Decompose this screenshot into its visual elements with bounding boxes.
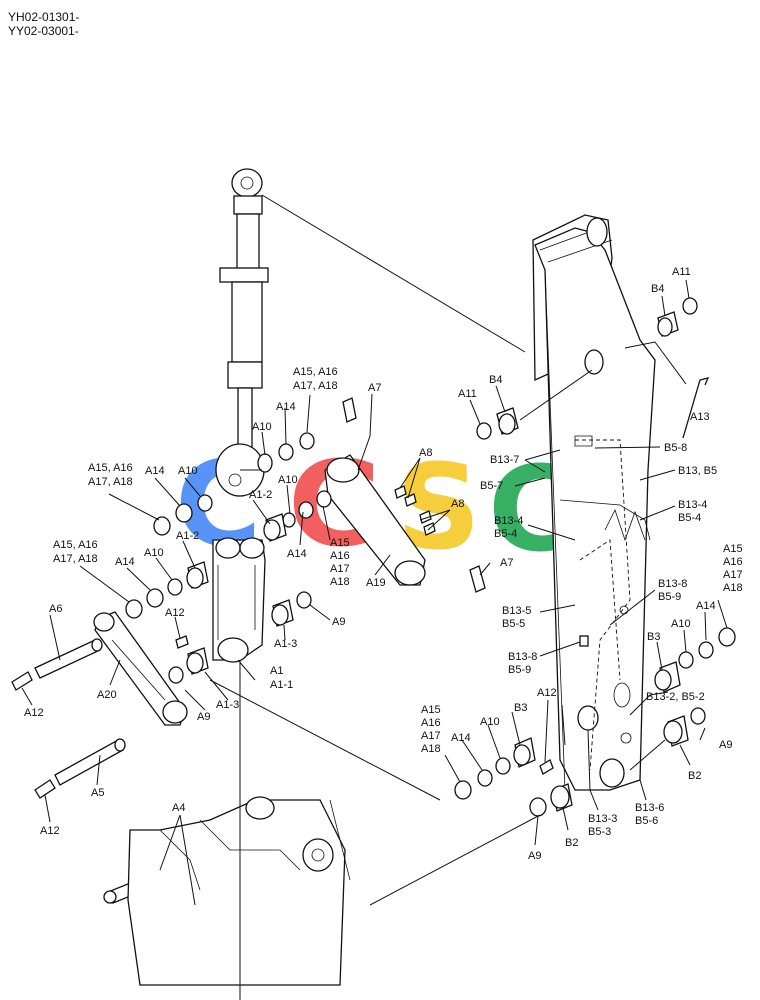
label-a19: A19 [366, 577, 386, 589]
label-b13-7: B13-7 [490, 454, 519, 466]
label-a16-bottom: A16 [421, 717, 441, 729]
label-a10-top: A10 [252, 421, 272, 433]
label-a17-bottom: A17 [421, 730, 441, 742]
label-a1-3-mid: A1-3 [274, 638, 297, 650]
bucket [127, 796, 351, 986]
label-a18-mid: A18 [330, 576, 350, 588]
link-a20 [93, 611, 188, 726]
link-a1 [212, 537, 266, 663]
label-a14-mid: A14 [287, 548, 307, 560]
label-b2-right: B2 [688, 770, 701, 782]
label-a13: A13 [690, 411, 710, 423]
label-a18-bottom: A18 [421, 743, 441, 755]
label-b5-3: B5-3 [588, 826, 611, 838]
washers-and-bushings [125, 297, 736, 817]
label-a1-2-left: A1-2 [176, 530, 199, 542]
label-b5-9-left: B5-9 [508, 664, 531, 676]
label-b5-6: B5-6 [635, 815, 658, 827]
label-a14-lower-left: A14 [115, 556, 135, 568]
label-a12-link: A12 [165, 607, 185, 619]
label-b5-7: B5-7 [480, 480, 503, 492]
link-a19 [324, 454, 426, 586]
label-a10-right: A10 [671, 618, 691, 630]
label-a10-left: A10 [178, 465, 198, 477]
label-a14-top: A14 [276, 401, 296, 413]
label-b5-4-right: B5-4 [678, 512, 701, 524]
label-a15-mid: A15 [330, 537, 350, 549]
label-a16-mid: A16 [330, 550, 350, 562]
label-b4-top: B4 [651, 283, 664, 295]
label-a17-mid: A17 [330, 563, 350, 575]
label-b13-8-left: B13-8 [508, 651, 537, 663]
label-a15-a16-left: A15, A16 [88, 462, 133, 474]
label-b5-5: B5-5 [502, 618, 525, 630]
model-number-1: YH02-01301- [8, 10, 80, 24]
label-a9-mid: A9 [332, 616, 345, 628]
label-a9-bottom: A9 [528, 850, 541, 862]
label-a11-top: A11 [672, 266, 691, 278]
label-a5: A5 [91, 787, 104, 799]
label-a7-top: A7 [368, 382, 381, 394]
label-a15-a16-top: A15, A16 [293, 366, 338, 378]
label-a12-bottom: A12 [537, 687, 557, 699]
arm-assembly [532, 214, 656, 791]
label-a1-2-mid: A1-2 [249, 489, 272, 501]
leader-lines [21, 194, 728, 1000]
label-b13-4-left: B13-4 [494, 515, 523, 527]
label-b13-6: B13-6 [635, 802, 664, 814]
label-a1: A1 [270, 665, 283, 677]
label-a8-upper: A8 [419, 447, 432, 459]
label-a1-3-left: A1-3 [216, 699, 239, 711]
label-a17-a18-left: A17, A18 [88, 476, 133, 488]
part-labels: A11 B4 A13 A11 B4 B5-8 B13-7 B5-7 B13, B… [24, 266, 743, 862]
label-b3-bottom: B3 [514, 702, 527, 714]
label-a14-right: A14 [696, 600, 716, 612]
label-a7-bottom: A7 [500, 557, 513, 569]
pin-a6 [11, 638, 103, 691]
label-a12-pin-a6: A12 [24, 707, 44, 719]
label-b3-right: B3 [647, 631, 660, 643]
label-b13-4-right: B13-4 [678, 499, 707, 511]
label-a16-right: A16 [723, 556, 743, 568]
label-a6: A6 [49, 603, 62, 615]
label-a10-bottom: A10 [480, 716, 500, 728]
label-a15-bottom: A15 [421, 704, 441, 716]
label-a1-1: A1-1 [270, 679, 293, 691]
label-b13-3: B13-3 [588, 813, 617, 825]
label-a12-pin-a5: A12 [40, 825, 60, 837]
label-a4: A4 [172, 802, 185, 814]
label-a11-mid: A11 [458, 388, 477, 400]
label-a9-left: A9 [197, 711, 210, 723]
label-a15-a16-lower-left: A15, A16 [53, 539, 98, 551]
label-b13-5: B13-5 [502, 605, 531, 617]
label-a14-bottom: A14 [451, 732, 471, 744]
label-a9-right: A9 [719, 739, 732, 751]
label-a8-lower: A8 [451, 498, 464, 510]
label-b5-9-right: B5-9 [658, 591, 681, 603]
label-a18-right: A18 [723, 582, 743, 594]
label-b2-bottom: B2 [565, 837, 578, 849]
label-b5-8: B5-8 [664, 442, 687, 454]
label-b13-b5: B13, B5 [678, 465, 717, 477]
label-a17-a18-lower-left: A17, A18 [53, 553, 98, 565]
label-b13-8-right: B13-8 [658, 578, 687, 590]
label-a17-a18-top: A17, A18 [293, 380, 338, 392]
label-a15-right: A15 [723, 543, 743, 555]
label-b13-2-b5-2: B13-2, B5-2 [646, 691, 705, 703]
label-a10-lower-left: A10 [144, 547, 164, 559]
model-number-2: YY02-03001- [8, 24, 79, 38]
label-a17-right: A17 [723, 569, 743, 581]
label-b4-mid: B4 [489, 374, 502, 386]
label-a20: A20 [97, 689, 117, 701]
label-b5-4-left: B5-4 [494, 528, 517, 540]
label-a10-mid: A10 [278, 474, 298, 486]
label-a14-left: A14 [145, 465, 165, 477]
pin-a5 [34, 738, 126, 799]
